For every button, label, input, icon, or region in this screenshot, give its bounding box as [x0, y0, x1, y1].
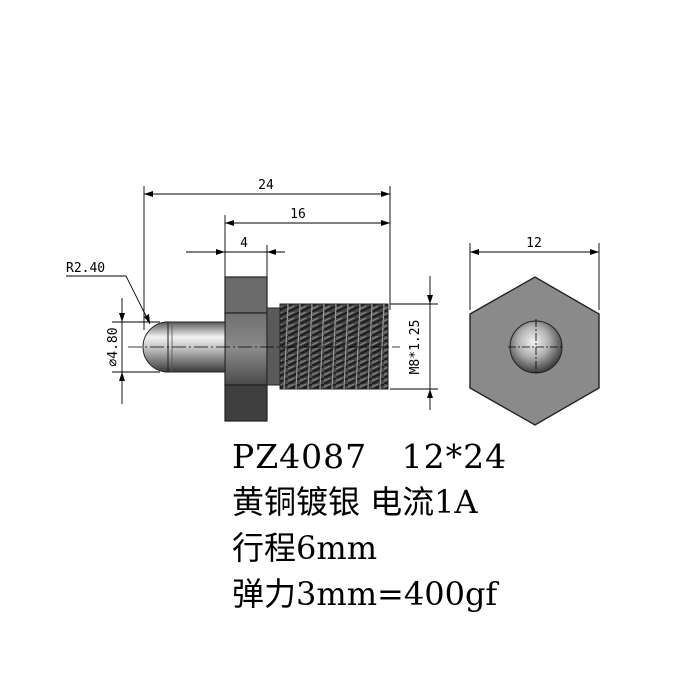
hex-middle-face [224, 312, 268, 386]
hex-top-face [224, 276, 268, 314]
dim-thread-length: 16 [290, 207, 306, 222]
dim-hex-across-flats: 12 [526, 236, 542, 251]
hex-bottom-face [224, 384, 268, 422]
dim-thread-spec: M8*1.25 [408, 320, 423, 375]
end-view: 12 [469, 236, 600, 426]
dim-plunger-diameter: ∅4.80 [106, 327, 121, 366]
thread-crests [283, 303, 385, 390]
model-number: PZ4087 12*24 [232, 437, 508, 476]
dimension-arrows [119, 191, 433, 398]
material-current: 黄铜镀银 电流1A [232, 483, 478, 521]
dim-overall-length: 24 [258, 178, 274, 193]
dim-hex-width: 4 [240, 236, 248, 251]
side-view [128, 276, 400, 422]
spring-force-spec: 弹力3mm=400gf [232, 575, 498, 613]
stroke-spec: 行程6mm [232, 529, 378, 567]
dim-tip-radius: R2.40 [66, 261, 105, 276]
